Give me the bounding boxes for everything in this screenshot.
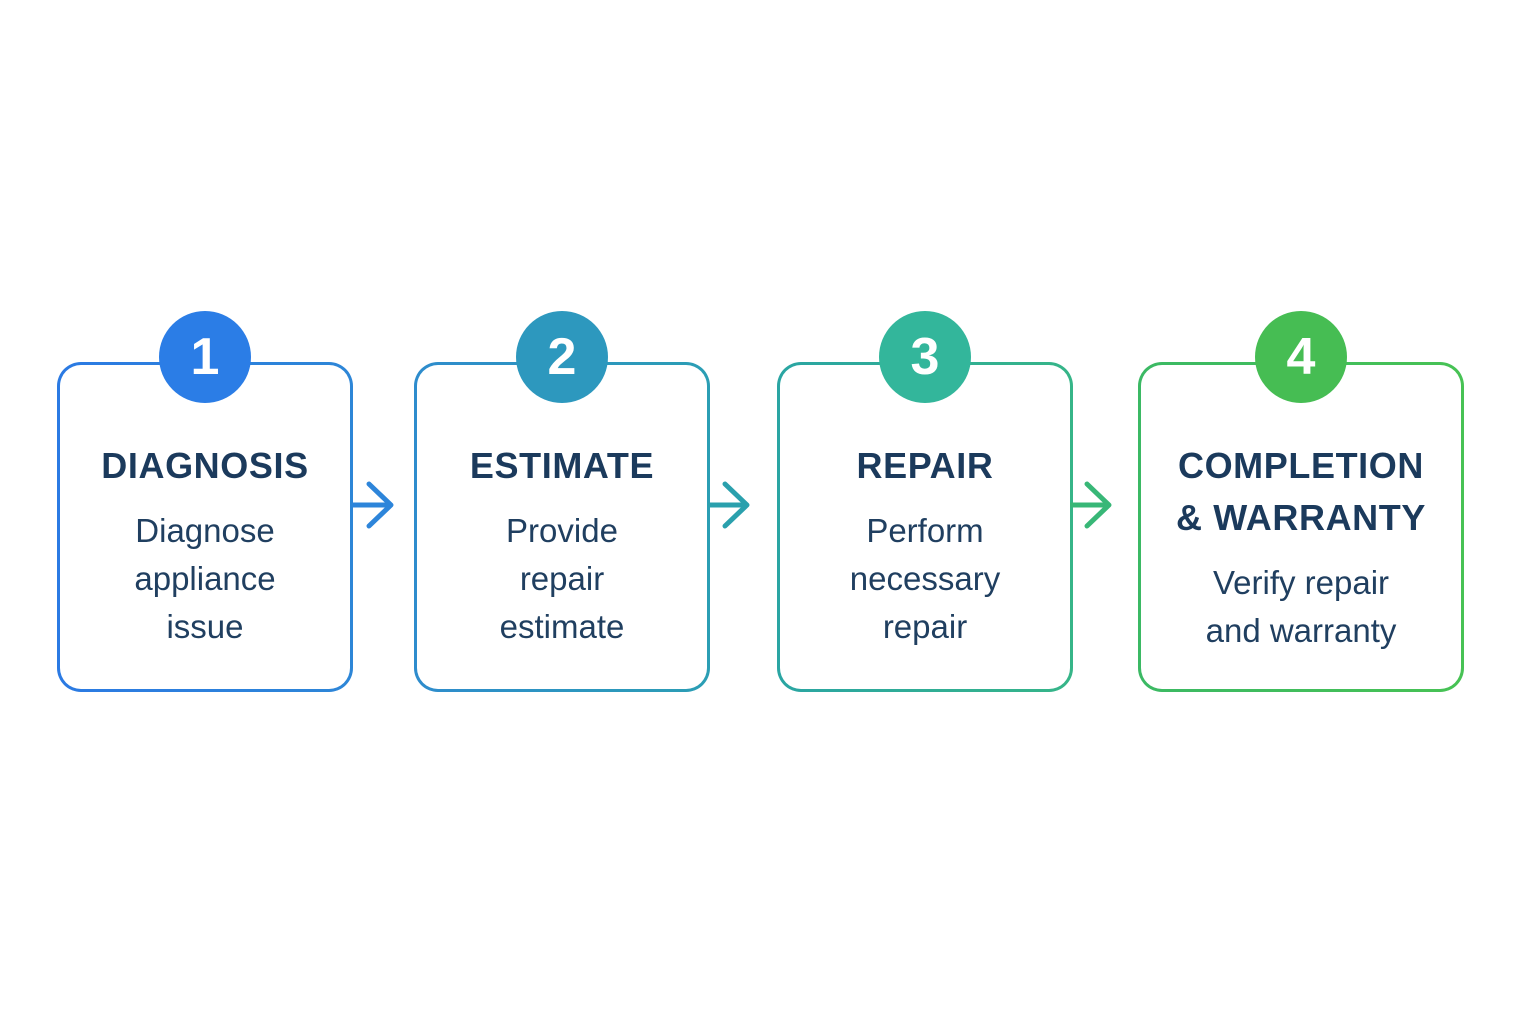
step-number: 2 xyxy=(547,328,577,386)
step-card-body: REPAIR Perform necessary repair xyxy=(780,365,1070,689)
arrow-right-icon xyxy=(1070,481,1112,529)
step-card-diagnosis: DIAGNOSIS Diagnose appliance issue 1 xyxy=(57,311,353,692)
step-card-body: COMPLETION & WARRANTY Verify repair and … xyxy=(1141,365,1461,689)
step-title: DIAGNOSIS xyxy=(101,445,309,486)
step-number: 3 xyxy=(910,328,940,386)
step-title: ESTIMATE xyxy=(469,445,655,486)
step-card-completion-warranty: COMPLETION & WARRANTY Verify repair and … xyxy=(1138,311,1464,692)
step-number-badge: 1 xyxy=(159,311,251,403)
step-description: Provide repair estimate xyxy=(499,512,625,645)
flow-arrow-1 xyxy=(352,479,404,531)
step-card-estimate: ESTIMATE Provide repair estimate 2 xyxy=(414,311,710,692)
step-number-badge: 4 xyxy=(1255,311,1347,403)
step-description: Perform necessary repair xyxy=(849,512,1001,645)
step-title: REPAIR xyxy=(856,445,994,486)
step-number: 4 xyxy=(1286,328,1316,386)
arrow-right-icon xyxy=(352,481,394,529)
flow-arrow-3 xyxy=(1070,479,1122,531)
step-card-repair: REPAIR Perform necessary repair 3 xyxy=(777,311,1073,692)
step-card-body: ESTIMATE Provide repair estimate xyxy=(417,365,707,689)
step-number-badge: 3 xyxy=(879,311,971,403)
step-number: 1 xyxy=(190,328,220,386)
flow-arrow-2 xyxy=(708,479,760,531)
step-number-badge: 2 xyxy=(516,311,608,403)
step-description: Diagnose appliance issue xyxy=(134,512,276,645)
step-description: Verify repair and warranty xyxy=(1205,564,1397,649)
step-title: COMPLETION & WARRANTY xyxy=(1176,445,1426,538)
arrow-right-icon xyxy=(708,481,750,529)
step-card-body: DIAGNOSIS Diagnose appliance issue xyxy=(60,365,350,689)
